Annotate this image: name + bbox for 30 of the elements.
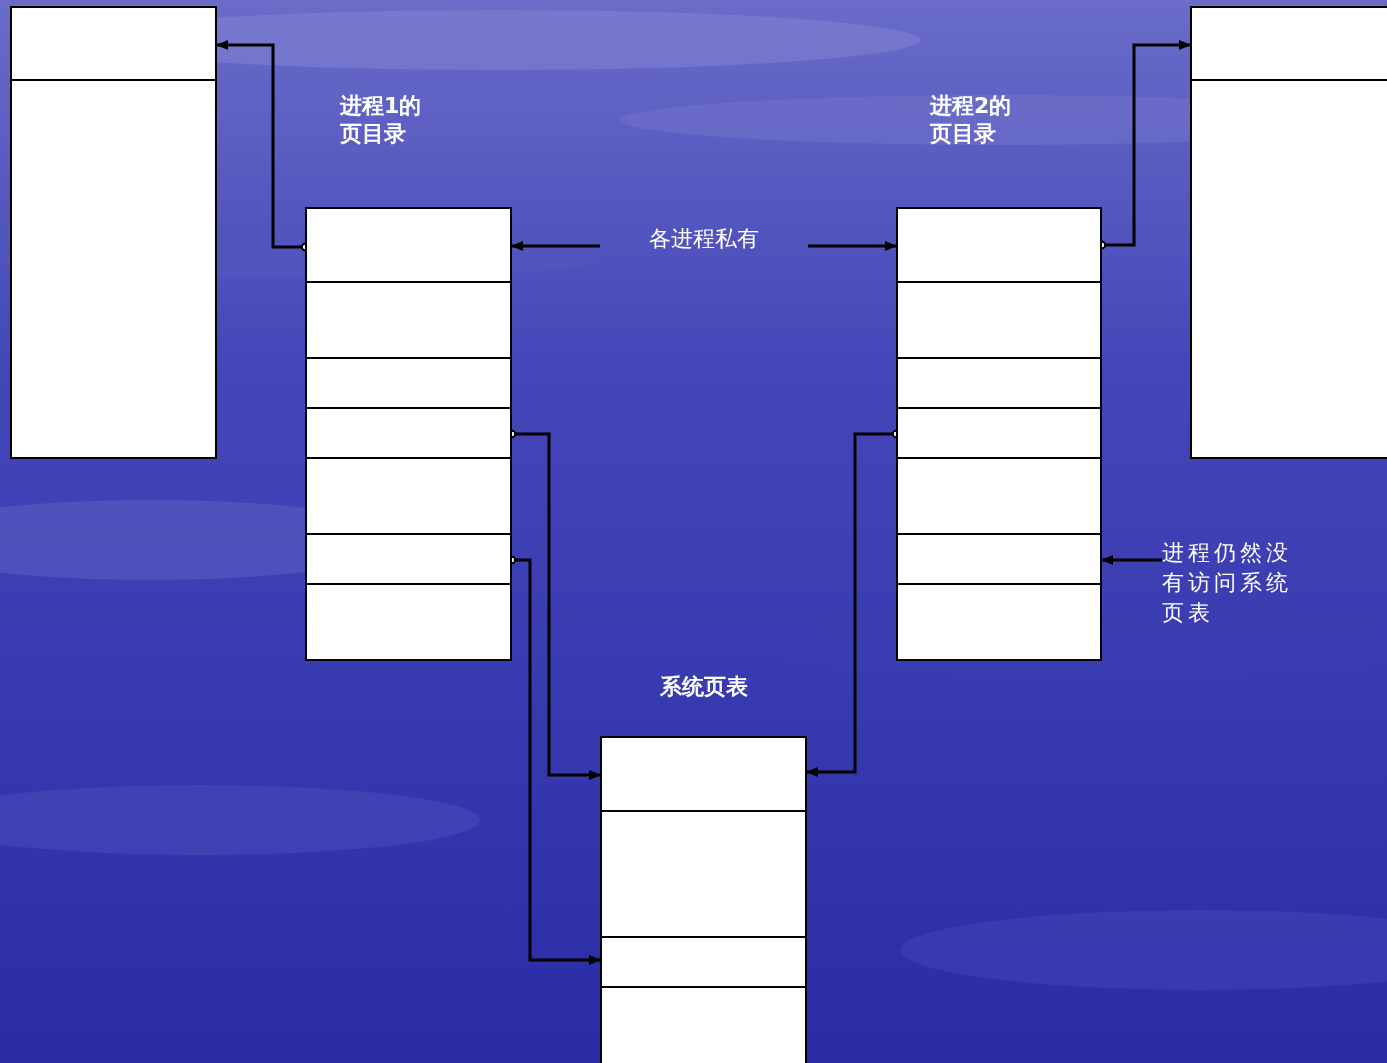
table-entry <box>896 459 1102 535</box>
table-entry <box>305 359 512 409</box>
note-text: 各进程私有 <box>600 224 808 254</box>
table-entry <box>305 535 512 585</box>
table-entry <box>10 6 217 81</box>
table-entry <box>1190 6 1387 81</box>
table-entry <box>896 359 1102 409</box>
table-entry <box>305 207 512 283</box>
table-entry <box>600 812 807 938</box>
table-entry <box>305 459 512 535</box>
table-entry <box>896 207 1102 283</box>
table-entry <box>600 938 807 988</box>
table-heading: 系统页表 <box>658 673 749 701</box>
table-heading: 进程1的页目录 <box>340 92 423 148</box>
table-entry <box>305 409 512 459</box>
table-entry <box>10 81 217 459</box>
table-entry <box>600 988 807 1063</box>
table-entry <box>896 283 1102 359</box>
table-heading: 进程2的页目录 <box>930 92 1013 148</box>
table-entry <box>305 283 512 359</box>
table-entry <box>896 409 1102 459</box>
table-entry <box>600 736 807 812</box>
arrow <box>1101 555 1162 565</box>
arrow <box>808 241 897 251</box>
table-entry <box>305 585 512 661</box>
arrow <box>511 241 600 251</box>
table-entry <box>896 535 1102 585</box>
table-entry <box>896 585 1102 661</box>
note-text: 进程仍然没有访问系统页表 <box>1162 538 1302 628</box>
table-entry <box>1190 81 1387 459</box>
